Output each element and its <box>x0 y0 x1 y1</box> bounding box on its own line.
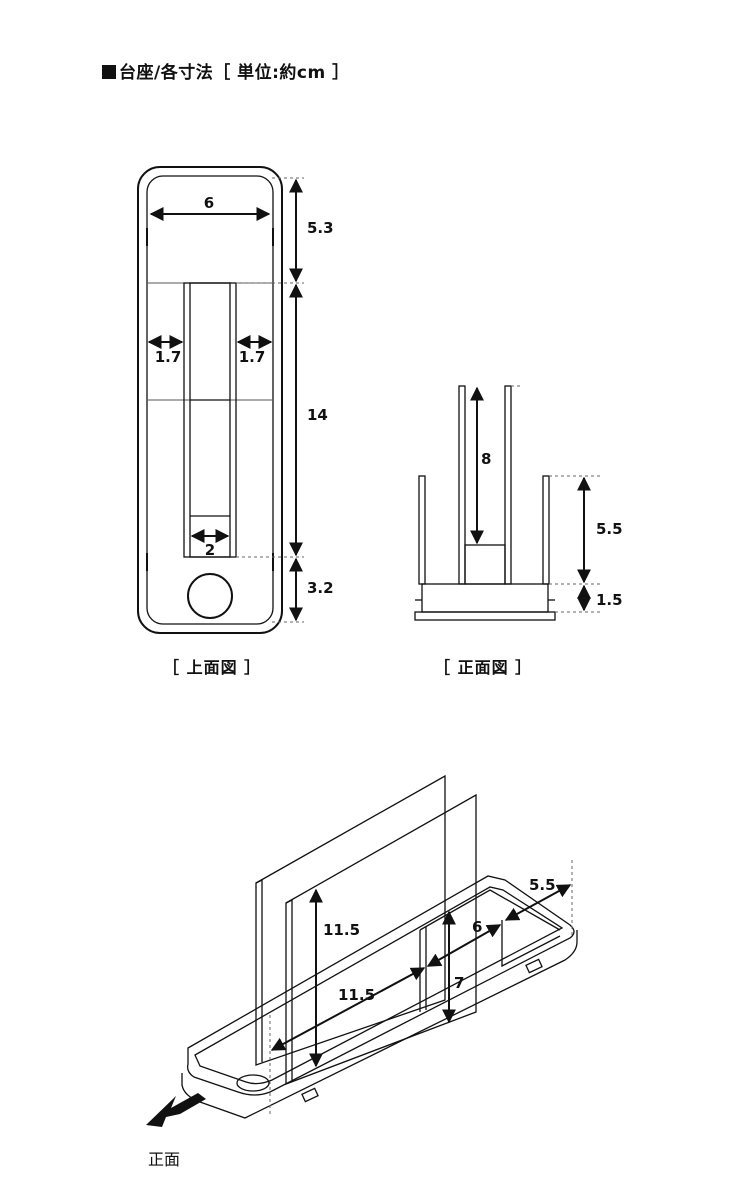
dim-label-slot-length: 14 <box>307 406 328 424</box>
dim-arrow-pocket-width <box>426 924 502 967</box>
dim-label-top-depth: 5.3 <box>307 219 334 237</box>
dim-label-pocket-height: 7 <box>454 974 464 992</box>
front-direction-arrow-icon <box>146 1093 206 1127</box>
page-title-text: 台座/各寸法［ 単位:約cm ］ <box>119 63 350 83</box>
rear-panel-edge <box>255 878 263 1062</box>
dim-label-pocket-width: 6 <box>472 918 482 936</box>
front-view-panel-left <box>458 385 466 585</box>
dim-label-panel-length: 11.5 <box>338 986 375 1004</box>
front-view-panel-right <box>504 385 512 585</box>
top-view-outer-outline <box>137 166 283 634</box>
perspective-view: 11.5 11.5 6 7 5.5 <box>146 774 578 1127</box>
pocket-top <box>419 889 561 931</box>
dim-label-width: 6 <box>204 194 214 212</box>
top-view: 6 5.3 14 3.2 1.7 1.7 2 <box>137 166 334 634</box>
dim-label-panel-height: 11.5 <box>323 921 360 939</box>
front-view: 8 5.5 1.5 <box>414 385 623 621</box>
dim-label-pocket-depth: 5.5 <box>529 876 556 894</box>
front-view-caption: ［ 正面図 ］ <box>434 658 533 677</box>
dim-label-slot-width: 2 <box>205 541 215 559</box>
tray-tab <box>525 958 543 974</box>
dim-label-base-height: 1.5 <box>596 591 623 609</box>
tray-base-outer <box>181 930 578 1119</box>
dim-label-side-right: 1.7 <box>239 348 266 366</box>
tray-tab <box>301 1087 319 1103</box>
tray-hole <box>236 1074 270 1092</box>
front-view-left-wall <box>418 475 426 585</box>
top-view-slot-inner <box>189 282 231 558</box>
top-view-caption: ［ 上面図 ］ <box>163 658 262 677</box>
dim-label-wall-height: 5.5 <box>596 520 623 538</box>
tray-inner-edge <box>194 886 564 1085</box>
tray-rim <box>186 875 575 1096</box>
front-view-base-body <box>421 583 549 613</box>
top-view-hole <box>187 573 233 619</box>
front-direction-label: 正面 <box>148 1150 181 1169</box>
dim-arrow-pocket-depth <box>504 884 572 921</box>
dim-label-side-left: 1.7 <box>155 348 182 366</box>
dim-label-front-depth: 3.2 <box>307 579 334 597</box>
pocket-wall-right <box>501 920 561 968</box>
dim-label-slot-height: 8 <box>481 450 491 468</box>
front-view-base-plate <box>414 611 556 621</box>
dim-arrow-panel-length <box>270 967 426 1051</box>
front-panel <box>285 793 477 1085</box>
square-bullet-icon <box>102 65 116 79</box>
page-title: 台座/各寸法［ 単位:約cm ］ <box>102 58 350 83</box>
front-view-right-wall <box>542 475 550 585</box>
front-view-slot-block <box>464 544 506 585</box>
